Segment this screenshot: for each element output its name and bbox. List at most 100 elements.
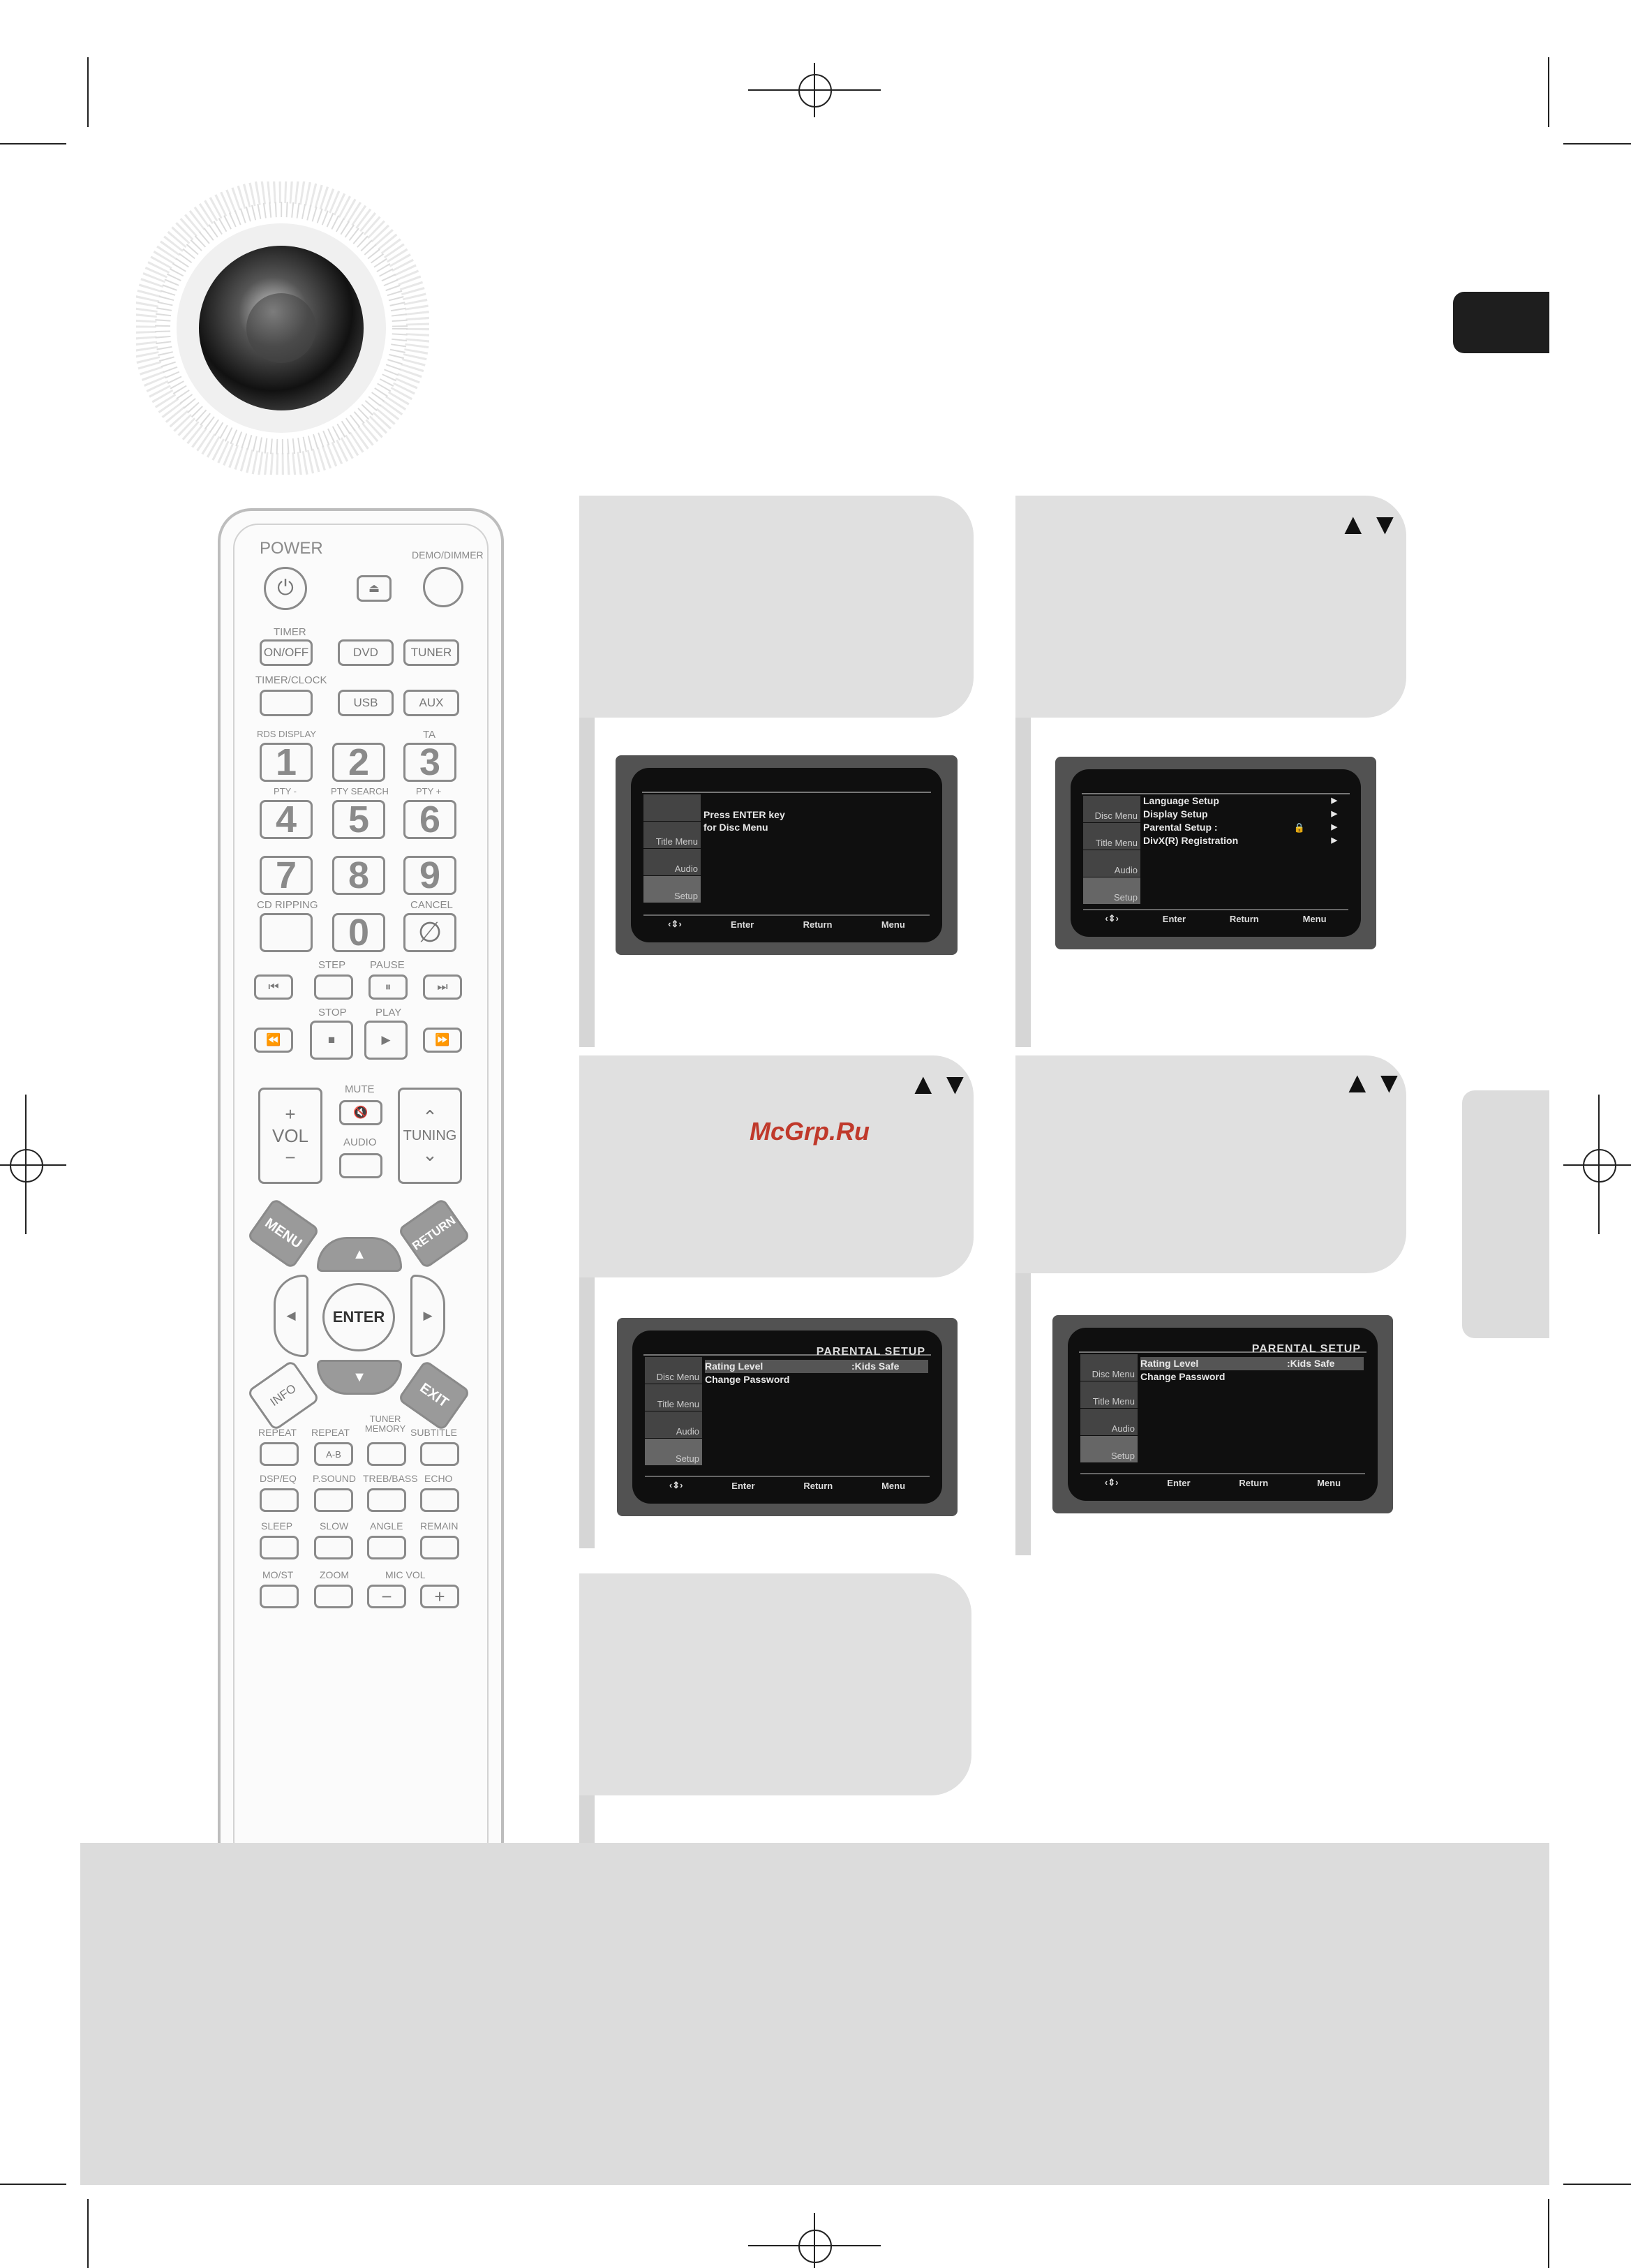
zoom-button[interactable] <box>314 1585 353 1608</box>
slow-label: SLOW <box>320 1520 349 1532</box>
repeat-ab-label: REPEAT <box>311 1427 350 1438</box>
menu-item-change-password[interactable]: Change Password <box>1140 1371 1226 1382</box>
digit-3-button[interactable]: 3 <box>403 741 456 783</box>
echo-button[interactable] <box>420 1488 459 1512</box>
tuner-button[interactable]: TUNER <box>403 639 459 666</box>
volume-rocker[interactable]: +VOL− <box>258 1088 322 1184</box>
slow-button[interactable] <box>314 1536 353 1559</box>
rewind-button[interactable]: ⏪ <box>254 1028 293 1053</box>
tuning-rocker[interactable]: ⌃TUNING⌄ <box>398 1088 462 1184</box>
stop-button[interactable]: ■ <box>310 1021 353 1060</box>
return-hint: Return <box>1239 1477 1269 1488</box>
step-panel-4 <box>1015 1055 1406 1273</box>
remain-label: REMAIN <box>420 1520 459 1532</box>
up-button[interactable]: ▲ <box>317 1237 402 1272</box>
return-hint: Return <box>803 1480 833 1491</box>
digit-8-button[interactable]: 8 <box>332 854 385 896</box>
message-line-1: Press ENTER key <box>703 809 785 820</box>
mic-vol-plus-button[interactable]: + <box>420 1585 459 1608</box>
setup-tab: Setup <box>645 1439 702 1465</box>
vol-plus-icon: + <box>285 1103 296 1125</box>
treb-bass-button[interactable] <box>367 1488 406 1512</box>
audio-label: AUDIO <box>343 1136 377 1148</box>
menu-item-rating-level[interactable]: Rating Level:Kids Safe <box>1140 1357 1364 1370</box>
digit-2-button[interactable]: 2 <box>332 741 385 783</box>
return-hint: Return <box>803 919 833 930</box>
step-label: STEP <box>318 959 346 971</box>
digit-7-button[interactable]: 7 <box>260 854 313 896</box>
pty-minus-label: PTY - <box>274 786 297 796</box>
pty-plus-label: PTY + <box>416 786 442 796</box>
menu-item-change-password[interactable]: Change Password <box>705 1374 790 1385</box>
enter-button[interactable]: ENTER <box>322 1283 395 1351</box>
setup-tab: Setup <box>643 876 701 903</box>
play-label: PLAY <box>375 1007 402 1018</box>
step-panel-1 <box>579 496 974 718</box>
play-button[interactable]: ▶ <box>364 1021 408 1060</box>
cancel-label: CANCEL <box>410 899 453 911</box>
dvd-button[interactable]: DVD <box>338 639 394 666</box>
enter-hint: Enter <box>731 919 754 930</box>
rating-value: :Kids Safe <box>1287 1358 1335 1369</box>
digit-0-button[interactable]: 0 <box>332 912 385 954</box>
fast-forward-button[interactable]: ⏩ <box>423 1028 462 1053</box>
menu-item-divx[interactable]: DivX(R) Registration▶ <box>1143 835 1337 846</box>
sleep-button[interactable] <box>260 1536 299 1559</box>
menu-item-parental[interactable]: Parental Setup :🔒▶ <box>1143 822 1337 833</box>
pause-button[interactable]: ⏸ <box>368 974 408 1000</box>
menu-item-language[interactable]: Language Setup▶ <box>1143 795 1337 806</box>
title-menu-tab: Title Menu <box>643 822 701 848</box>
rds-display-label: RDS DISPLAY <box>257 729 317 739</box>
repeat-button[interactable] <box>260 1442 299 1466</box>
vol-minus-icon: − <box>285 1146 296 1168</box>
p-sound-button[interactable] <box>314 1488 353 1512</box>
power-label: POWER <box>260 539 323 558</box>
enter-hint: Enter <box>1167 1477 1191 1488</box>
demo-dimmer-button[interactable] <box>423 567 463 607</box>
aux-button[interactable]: AUX <box>403 690 459 716</box>
digit-4-button[interactable]: 4 <box>260 799 313 840</box>
up-down-arrows-icon: ▲▼ <box>1343 1066 1407 1099</box>
tuning-label: TUNING <box>403 1127 457 1143</box>
menu-item-rating-level[interactable]: Rating Level:Kids Safe <box>705 1360 928 1373</box>
digit-6-button[interactable]: 6 <box>403 799 456 840</box>
skip-forward-button[interactable]: ⏭ <box>423 974 462 1000</box>
eject-button[interactable]: ⏏ <box>357 575 392 602</box>
cd-ripping-label: CD RIPPING <box>257 899 318 911</box>
mute-label: MUTE <box>345 1083 375 1095</box>
crop-mark <box>0 2184 66 2185</box>
step-button[interactable] <box>314 974 353 1000</box>
repeat-ab-button[interactable]: A-B <box>314 1442 353 1466</box>
mo-st-button[interactable] <box>260 1585 299 1608</box>
digit-5-button[interactable]: 5 <box>332 799 385 840</box>
mic-vol-minus-button[interactable]: − <box>367 1585 406 1608</box>
timer-clock-button[interactable] <box>260 690 313 716</box>
left-button[interactable]: ◀ <box>274 1275 308 1357</box>
usb-button[interactable]: USB <box>338 690 394 716</box>
digit-9-button[interactable]: 9 <box>403 854 456 896</box>
mute-button[interactable]: 🔇 <box>339 1100 382 1125</box>
subtitle-button[interactable] <box>420 1442 459 1466</box>
enter-hint: Enter <box>731 1480 755 1491</box>
digit-1-button[interactable]: 1 <box>260 741 313 783</box>
osd-bottom-bar: ‹⇕› Enter Return Menu <box>1083 909 1348 927</box>
tv-screen-2: Disc Menu Title Menu Audio Setup Languag… <box>1055 757 1376 949</box>
navigate-icon: ‹⇕› <box>669 1480 683 1490</box>
step-panel-5 <box>579 1573 971 1795</box>
cancel-button[interactable]: ∅ <box>403 913 456 952</box>
menu-item-display[interactable]: Display Setup▶ <box>1143 808 1337 820</box>
angle-button[interactable] <box>367 1536 406 1559</box>
cd-ripping-button[interactable] <box>260 913 313 952</box>
remain-button[interactable] <box>420 1536 459 1559</box>
tuner-memory-button[interactable] <box>367 1442 406 1466</box>
timer-on-off-button[interactable]: ON/OFF <box>260 639 313 666</box>
skip-back-button[interactable]: ⏮ <box>254 974 293 1000</box>
speaker-graphic <box>136 181 429 475</box>
crop-mark <box>1548 2199 1549 2268</box>
dsp-eq-button[interactable] <box>260 1488 299 1512</box>
audio-button[interactable] <box>339 1153 382 1178</box>
arrow-right-icon: ▶ <box>1331 810 1337 818</box>
watermark: McGrp.Ru <box>750 1117 870 1146</box>
treb-bass-label: TREB/BASS <box>363 1473 418 1484</box>
power-button[interactable]: ⏻ <box>264 567 307 610</box>
